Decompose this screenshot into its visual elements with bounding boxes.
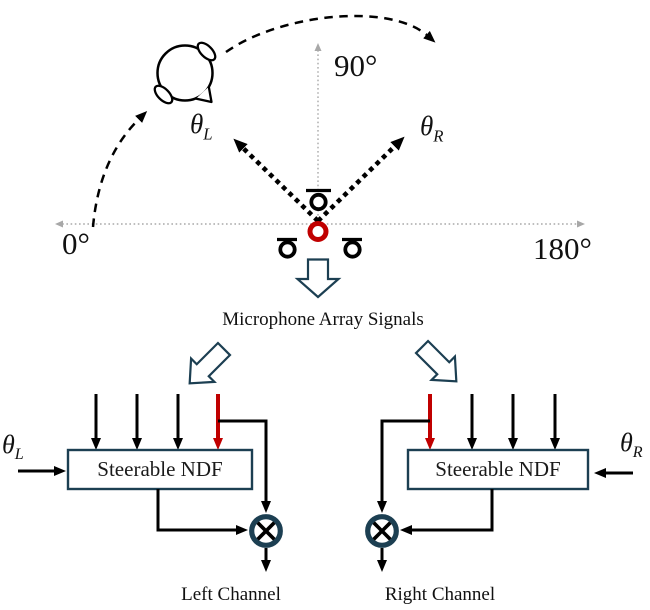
block-arrow-down-icon: [294, 258, 342, 299]
right-ear: [196, 41, 217, 62]
theta-subscript: L: [203, 124, 213, 144]
theta-subscript: L: [14, 446, 24, 464]
left-branch-diagram: [18, 394, 283, 572]
theta-right-label: θR: [420, 113, 444, 145]
right-branch-diagram: [365, 394, 633, 572]
block-arrow-down-right-icon: [414, 339, 458, 383]
steerable-ndf-label-right: Steerable NDF: [435, 457, 561, 481]
theta-left-input-label: θL: [2, 432, 24, 463]
reference-microphone-icon: [307, 221, 329, 242]
steerable-ndf-box-left: [66, 448, 254, 491]
left-channel-label: Left Channel: [181, 584, 281, 605]
theta-symbol: θ: [190, 109, 204, 139]
left-ear: [153, 84, 174, 105]
steerable-ndf-label-left: Steerable NDF: [97, 457, 223, 481]
angle-90-label: 90°: [334, 48, 378, 83]
bypass-line-left: [218, 419, 271, 513]
block-arrow-down-left-icon: [188, 341, 232, 385]
trajectory-arc-lower: [91, 111, 148, 228]
ndf-output-line-right: [400, 489, 494, 535]
theta-subscript: R: [632, 444, 643, 462]
mic-array-signals-label: Microphone Array Signals: [222, 309, 424, 330]
theta-subscript: R: [433, 126, 444, 146]
theta-right-input-label: θR: [620, 430, 643, 461]
theta-left-direction-arrow: [233, 138, 320, 223]
ndf-output-line-left: [156, 489, 248, 535]
theta-right-direction-arrow: [316, 136, 405, 223]
angle-180-label: 180°: [533, 231, 592, 266]
multiplier-icon-left: [249, 514, 283, 548]
trajectory-arc-upper: [225, 14, 436, 54]
steerable-ndf-box-right: [406, 448, 590, 491]
angle-0-label: 0°: [62, 226, 90, 261]
theta-symbol: θ: [620, 428, 633, 457]
right-channel-label: Right Channel: [384, 584, 496, 605]
microphone-left-icon: [277, 237, 297, 259]
theta-left-label: θL: [190, 111, 213, 143]
nose: [195, 86, 213, 104]
listener-head-icon: [153, 41, 217, 105]
bypass-line-right: [377, 419, 430, 513]
theta-symbol: θ: [2, 430, 15, 459]
multiplier-icon-right: [365, 514, 399, 548]
theta-symbol: θ: [420, 111, 434, 141]
microphone-right-icon: [342, 237, 362, 259]
microphone-top-icon: [306, 188, 331, 212]
